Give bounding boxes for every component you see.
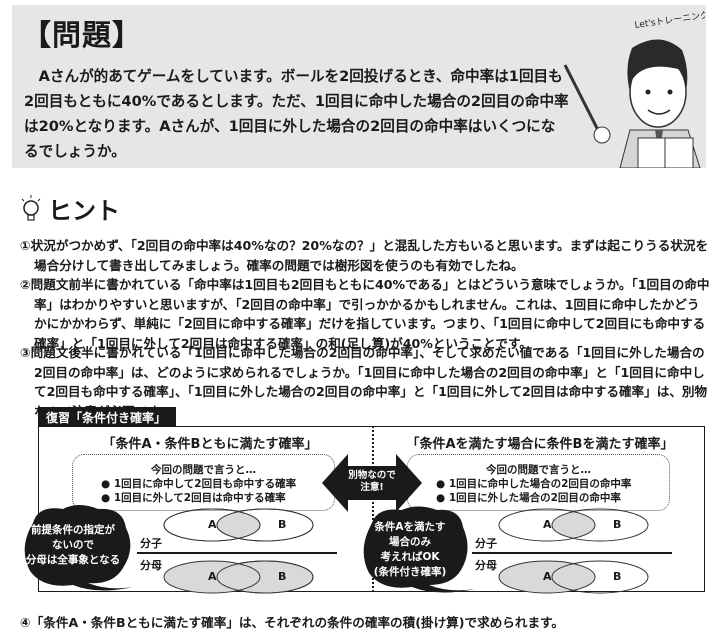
left-bullet: ● 1回目に外して2回目は命中する確率 [101,492,286,504]
review-tab: 復習「条件付き確率」 [38,407,176,426]
left-bubble-text: 前提条件の指定が ないので 分母は全事象となる [22,523,124,568]
speech-text: Let'sトレーニング! [634,10,705,31]
numerator-label: 分子 [475,537,497,550]
right-venn-diagrams [498,508,649,594]
set-b-label: B [613,518,622,531]
fraction-line [472,552,672,554]
hint-header: ヒント [20,190,120,226]
right-bullet: ● 1回目に命中した場合の2回目の命中率 [436,478,632,490]
hint-item-4: ④「条件A・条件Bともに満たす確率」は、それぞれの条件の確率の積(掛け算)で求め… [20,615,565,630]
fraction-line [137,552,337,554]
review-box [38,426,705,592]
set-a-label: A [208,570,217,583]
right-bubble-text: 条件Aを満たす 場合のみ 考えればOK (条件付き確率) [360,520,460,580]
double-arrow-icon [322,454,422,512]
denominator-label: 分母 [140,559,162,572]
intersection-shade [217,509,260,541]
bubble-line: 前提条件の指定が [31,524,115,536]
problem-text: Aさんが的あてゲームをしています。ボールを2回投げるとき、命中率は1回目も2回目… [24,68,569,160]
right-bullet: ● 1回目に外した場合の2回目の命中率 [436,492,621,504]
set-a-label: A [208,518,217,531]
arrow-label-line: 別物なので [348,470,396,481]
bubble-line: ないので [52,539,94,551]
bubble-line: 条件Aを満たす [374,521,446,533]
right-speech-bubble [363,506,475,593]
left-bullet: ● 1回目に命中して2回目も命中する確率 [101,478,297,490]
hint-item-2: ②問題文前半に書かれている「命中率は1回目も2回目もともに40%である」とはどう… [20,277,710,351]
right-example-box: 今回の問題で言うと… ● 1回目に命中した場合の2回目の命中率 ● 1回目に外し… [407,454,670,511]
set-b-label: B [278,518,287,531]
denominator-label: 分母 [475,559,497,572]
teacher-illustration: Let'sトレーニング! [563,10,705,168]
problem-title: 【問題】 [22,18,143,52]
arrow-label-line: 注意! [360,482,384,493]
left-example-box: 今回の問題で言うと… ● 1回目に命中して2回目も命中する確率 ● 1回目に外し… [72,454,335,511]
bubble-line: 場合のみ [389,536,431,548]
set-a-label: A [543,518,552,531]
lightbulb-icon [21,195,41,221]
problem-box [12,5,706,168]
set-a-label: A [543,570,552,583]
hint-title: ヒント [48,196,120,225]
bubble-line: (条件付き確率) [373,566,447,578]
set-b-label: B [613,570,622,583]
right-intro: 今回の問題で言うと… [486,464,591,476]
numerator-label: 分子 [140,537,162,550]
bubble-line: 考えればOK [380,551,440,563]
left-venn-diagrams [163,508,314,594]
left-speech-bubble [24,505,134,591]
bubble-line: 分母は全事象となる [25,554,121,566]
left-intro: 今回の問題で言うと… [151,464,256,476]
hint-item-1: ①状況がつかめず、「2回目の命中率は40%なの？20%なの？」と混乱した方もいる… [20,238,709,273]
set-b-label: B [278,570,287,583]
arrow-label: 別物なので 注意! [335,470,409,494]
right-heading: 「条件Aを満たす場合に条件Bを満たす確率」 [406,437,674,452]
divider [372,426,374,592]
hint-item-3: ③問題文後半に書かれている「1回目に命中した場合の2回目の命中率」、そして求めた… [20,345,708,419]
left-heading: 「条件A・条件Bともに満たす確率」 [102,437,318,452]
